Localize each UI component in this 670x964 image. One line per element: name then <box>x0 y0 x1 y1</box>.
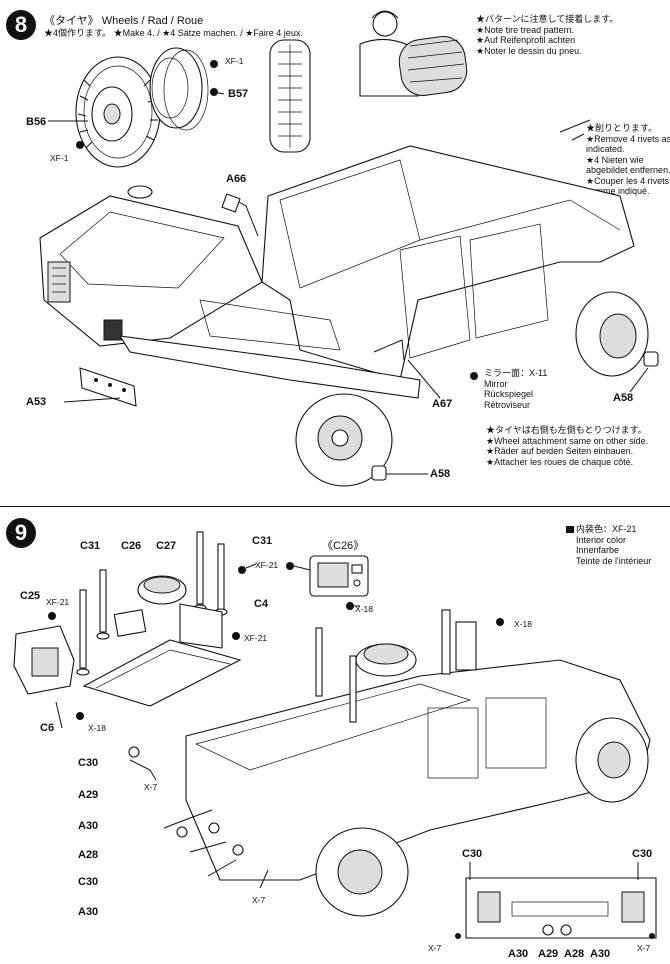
label-xf21-c: XF-21 <box>244 633 268 643</box>
c26-detail-drawing <box>286 555 369 610</box>
step-8-instruction: ★4個作ります。 ★Make 4. / ★4 Sätze machen. / ★… <box>44 28 303 38</box>
c26-caption: 《C26》 <box>322 540 365 552</box>
label-c30-a: C30 <box>78 757 99 769</box>
label-a28: A28 <box>78 849 99 861</box>
rim-b57-drawing <box>149 47 209 131</box>
label-x7-d: X-7 <box>637 943 651 953</box>
antenna-c31-left <box>76 569 110 676</box>
step-8-title: 《タイヤ》 Wheels / Rad / Roue <box>44 15 204 27</box>
label-a30-b: A30 <box>78 906 99 918</box>
label-b56: B56 <box>26 116 47 128</box>
label-xf21-a: XF-21 <box>255 560 279 570</box>
label-a67: A67 <box>432 398 453 410</box>
label-a58-right: A58 <box>613 392 634 404</box>
section-divider <box>0 506 670 507</box>
label-a30-d: A30 <box>590 948 611 960</box>
label-c30-d: C30 <box>632 848 653 860</box>
label-xf21-b: XF-21 <box>46 597 70 607</box>
xf1-paint-dot-bottom <box>76 141 84 149</box>
label-a66: A66 <box>226 173 247 185</box>
xf1-paint-dot-top <box>210 60 218 68</box>
label-c6: C6 <box>40 722 55 734</box>
label-a28-b: A28 <box>564 948 585 960</box>
label-c26: C26 <box>121 540 142 552</box>
label-c4: C4 <box>254 598 269 610</box>
wheel-note: ★タイヤは右側も左側もとりつけます。 ★Wheel attachment sam… <box>486 425 649 467</box>
label-x7-c: X-7 <box>428 943 442 953</box>
humvee-step8-drawing <box>39 119 659 487</box>
label-a30-a: A30 <box>78 820 99 832</box>
label-a53: A53 <box>26 396 47 408</box>
label-x18-c: X-18 <box>88 723 106 733</box>
interior-color-swatch <box>566 526 574 533</box>
step-8-number: 8 <box>6 10 36 40</box>
label-x7-a: X-7 <box>144 782 158 792</box>
label-a58-bottom: A58 <box>430 468 451 480</box>
label-a30-c: A30 <box>508 948 529 960</box>
label-b57: B57 <box>228 88 249 100</box>
label-x18-a: X-18 <box>355 604 373 614</box>
label-c30-c: C30 <box>462 848 483 860</box>
label-c31-right: C31 <box>252 535 273 547</box>
label-x7-b: X-7 <box>252 895 266 905</box>
label-c30-b: C30 <box>78 876 99 888</box>
tire-tread-drawing <box>269 39 311 153</box>
label-a29: A29 <box>78 789 99 801</box>
rivet-note: ★削りとります。 ★Remove 4 rivets as indicated. … <box>586 123 670 196</box>
label-x18-b: X-18 <box>514 619 532 629</box>
rear-view-drawing <box>455 862 657 939</box>
tread-note: ★パターンに注意して接着します。 ★Note tire tread patter… <box>476 14 619 56</box>
step-9-number: 9 <box>6 518 36 548</box>
label-c25: C25 <box>20 590 41 602</box>
mirror-note: ミラー面：X-11 Mirror Rückspiegel Rétroviseur <box>484 368 548 410</box>
label-c31-left: C31 <box>80 540 101 552</box>
label-xf1-top: XF-1 <box>225 56 244 66</box>
humvee-step9-drawing <box>128 609 651 917</box>
label-a29-b: A29 <box>538 948 559 960</box>
interior-note: 内装色：XF-21 Interior color Innenfarbe Tein… <box>576 524 652 566</box>
label-c27: C27 <box>156 540 177 552</box>
soldier-illustration <box>359 10 468 97</box>
label-xf1-bottom: XF-1 <box>50 153 69 163</box>
